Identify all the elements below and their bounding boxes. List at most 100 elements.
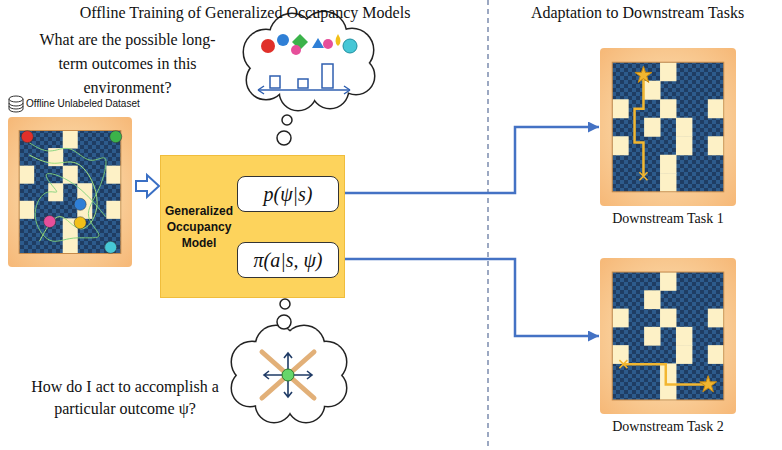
model-box: Generalized Occupancy Model p(ψ|s) π(a|s, …: [160, 155, 345, 298]
maze-border: [19, 131, 121, 254]
section-divider: [487, 0, 488, 450]
maze-image: [600, 48, 736, 206]
maze-floor: [19, 131, 121, 254]
maze-frame: [600, 48, 736, 206]
maze-frame: [8, 117, 132, 267]
drawing-part: [323, 39, 333, 49]
action-icon: [262, 352, 314, 398]
maze-caption: Offline Unlabeled Dataset: [26, 98, 140, 109]
maze-wall: [708, 309, 724, 328]
maze-wall: [106, 201, 121, 219]
thought-cloud: [244, 12, 374, 145]
maze-wall: [644, 327, 660, 346]
maze-wall: [612, 99, 628, 118]
drawing-part: [9, 96, 23, 102]
drawing-part: [280, 299, 290, 309]
solution-path: [635, 75, 644, 176]
maze-wall: [708, 345, 724, 364]
drawing-part: [262, 352, 314, 398]
drawing-part: [256, 343, 320, 407]
maze-wall: [660, 363, 676, 382]
drawing-part: [322, 64, 333, 88]
flow-arrow: [345, 127, 599, 193]
drawing-part: [277, 315, 291, 329]
maze-wall: [612, 309, 628, 328]
maze-wall: [660, 155, 676, 174]
model-title: Generalized Occupancy Model: [164, 203, 234, 251]
maze-image: [600, 258, 736, 414]
goal-icon: [21, 131, 33, 143]
drawing-part: [282, 115, 292, 125]
trajectory: [29, 143, 106, 241]
database-icon: [9, 96, 23, 112]
drawing-part: [262, 352, 314, 398]
maze-floor: [612, 62, 724, 192]
maze-caption: Downstream Task 1: [580, 211, 756, 227]
goal-icon: [74, 217, 86, 229]
maze-wall: [676, 345, 692, 364]
section-title: Adaptation to Downstream Tasks: [500, 3, 775, 23]
maze-wall: [19, 201, 34, 219]
drawing-part: [298, 79, 308, 88]
maze-wall: [644, 81, 660, 100]
section-title: Offline Training of Generalized Occupanc…: [15, 3, 475, 23]
question-text: What are the possible long-term outcomes…: [25, 28, 230, 100]
maze-floor: [612, 272, 724, 400]
maze-wall: [676, 136, 692, 155]
drawing-part: [343, 39, 357, 53]
thought-cloud: [232, 299, 346, 422]
outcome-icons: [261, 34, 357, 55]
drawing-part: [9, 103, 23, 109]
drawing-part: [277, 131, 291, 145]
drawing-part: [282, 369, 294, 381]
drawing-part: [256, 343, 320, 407]
histogram-icon: [258, 64, 350, 94]
maze-border: [612, 62, 724, 192]
trajectory: [29, 155, 97, 241]
question-text: How do I act to accomplish a particular …: [20, 376, 230, 420]
start-mark: [619, 360, 627, 368]
maze-wall: [660, 173, 676, 192]
drawing-part: [258, 89, 350, 91]
maze-wall: [660, 272, 676, 291]
maze-wall: [19, 166, 34, 184]
drawing-part: [277, 34, 289, 46]
dataset-maze: Offline Unlabeled Dataset: [8, 117, 132, 267]
maze-wall: [106, 166, 121, 184]
maze-caption: Downstream Task 2: [580, 419, 756, 435]
maze-wall: [660, 62, 676, 81]
maze-wall: [708, 136, 724, 155]
maze-wall: [612, 136, 628, 155]
maze-frame: [600, 258, 736, 414]
task-maze: Downstream Task 1: [600, 48, 736, 206]
drawing-part: [336, 34, 341, 46]
task-maze: Downstream Task 2: [600, 258, 736, 414]
drawing-part: [264, 353, 312, 397]
drawing-part: [272, 26, 344, 98]
drawing-part: [258, 86, 350, 94]
maze-wall: [644, 118, 660, 137]
drawing-part: [270, 76, 280, 88]
maze-wall: [676, 327, 692, 346]
maze-wall: [708, 99, 724, 118]
goal-icon: [105, 241, 117, 253]
maze-wall: [676, 118, 692, 137]
drawing-part: [261, 39, 275, 53]
distribution-box: p(ψ|s): [237, 176, 339, 212]
start-mark: [639, 172, 647, 180]
goal-icon: [44, 216, 56, 228]
solution-path: [623, 364, 708, 384]
maze-wall: [660, 309, 676, 328]
flow-arrow: [345, 259, 599, 336]
policy-box: π(a|s, ψ): [237, 242, 339, 278]
goal-star: [635, 66, 652, 82]
block-arrow: [136, 175, 159, 197]
maze-wall: [63, 166, 78, 184]
maze-wall: [63, 131, 78, 149]
maze-border: [612, 272, 724, 400]
maze-image: [8, 117, 132, 267]
formula-text: p(ψ|s): [263, 183, 312, 206]
maze-wall: [644, 290, 660, 309]
drawing-part: [272, 26, 344, 98]
